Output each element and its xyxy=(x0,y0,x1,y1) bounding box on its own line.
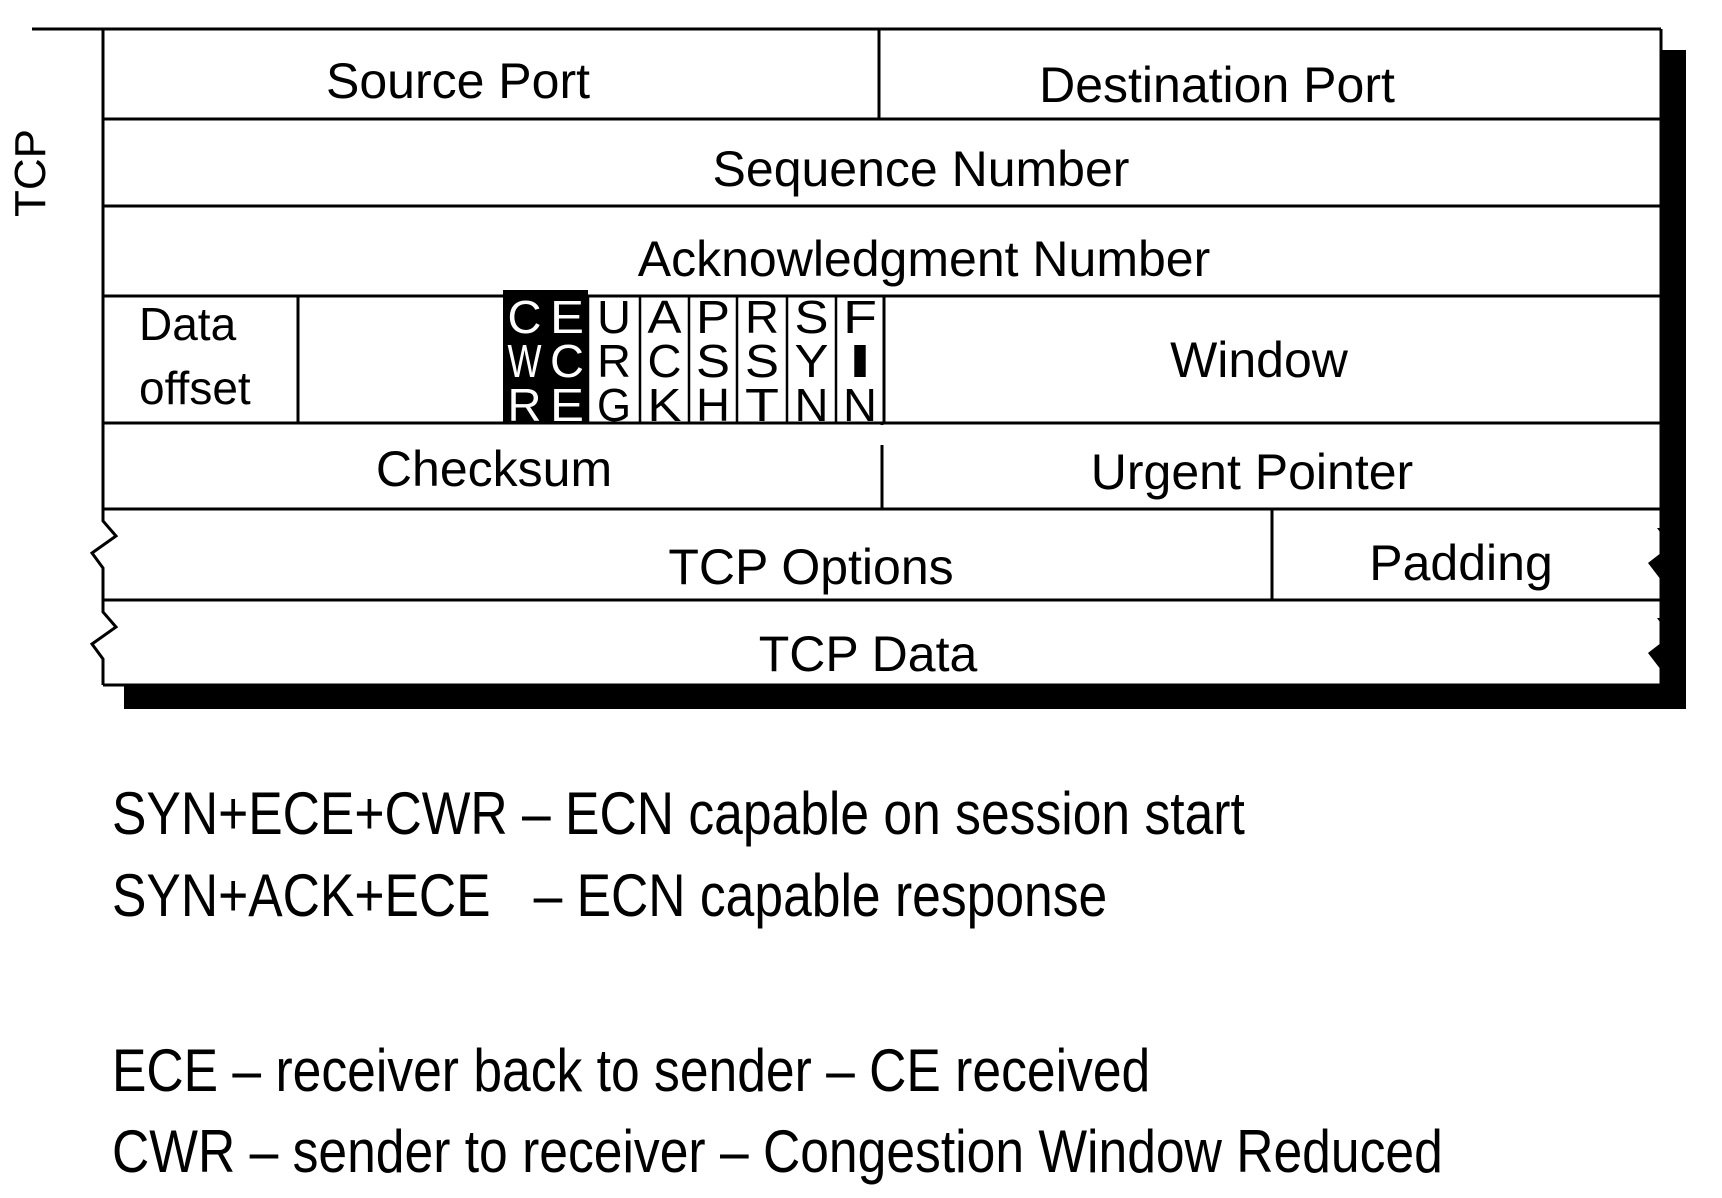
flag-letter: U xyxy=(597,291,631,343)
field-tcp-options: TCP Options xyxy=(668,539,953,595)
field-acknowledgment-number: Acknowledgment Number xyxy=(638,231,1211,287)
flag-letter: C xyxy=(550,335,584,387)
flag-letter: E xyxy=(550,291,584,343)
flag-letter: P xyxy=(696,291,730,343)
field-sequence-number: Sequence Number xyxy=(713,141,1130,197)
flags-highlight-block xyxy=(503,290,588,423)
flag-letter: R xyxy=(745,291,779,343)
field-source-port: Source Port xyxy=(326,53,590,109)
flag-letter: C xyxy=(648,335,682,387)
flag-letter: S xyxy=(745,335,779,387)
note-syn-ece-cwr: SYN+ECE+CWR – ECN capable on session sta… xyxy=(112,780,1245,847)
right-zigzag-data xyxy=(1648,618,1670,670)
flags-clip-cover xyxy=(503,425,884,445)
flag-letter: R xyxy=(597,335,631,387)
note-ece-meaning: ECE – receiver back to sender – CE recei… xyxy=(112,1037,1151,1104)
flag-urg: URG xyxy=(586,291,631,431)
flag-letter: C xyxy=(508,291,542,343)
field-tcp-data: TCP Data xyxy=(759,626,978,682)
field-window: Window xyxy=(1170,332,1349,388)
field-checksum: Checksum xyxy=(376,441,612,497)
field-destination-port: Destination Port xyxy=(1039,57,1395,113)
flag-letter: F xyxy=(843,291,877,343)
flag-ece: ECE xyxy=(550,291,584,431)
flag-letter: S xyxy=(696,335,730,387)
note-cwr-meaning: CWR – sender to receiver – Congestion Wi… xyxy=(112,1118,1443,1185)
flag-psh: PSH xyxy=(687,291,730,431)
flag-letter: Y xyxy=(795,335,829,387)
field-data-offset-line2: offset xyxy=(139,362,251,414)
tcp-side-label: TCP xyxy=(6,129,55,217)
flag-fin: FIN xyxy=(834,291,877,431)
note-syn-ack-ece: SYN+ACK+ECE – ECN capable response xyxy=(112,862,1108,929)
box-shadow-bottom xyxy=(124,685,1686,709)
flag-cwr: CWR xyxy=(508,291,542,431)
box-shadow-right xyxy=(1661,50,1686,709)
header-box xyxy=(103,29,1661,685)
field-padding: Padding xyxy=(1369,535,1553,591)
flag-letter: I xyxy=(843,335,877,387)
field-data-offset-line1: Data xyxy=(139,298,237,350)
left-border xyxy=(89,29,119,685)
flag-letter: A xyxy=(648,291,682,343)
field-urgent-pointer: Urgent Pointer xyxy=(1091,444,1413,500)
flag-letter: W xyxy=(508,335,542,387)
flag-letter: S xyxy=(795,291,829,343)
right-zigzag-options xyxy=(1648,528,1670,580)
